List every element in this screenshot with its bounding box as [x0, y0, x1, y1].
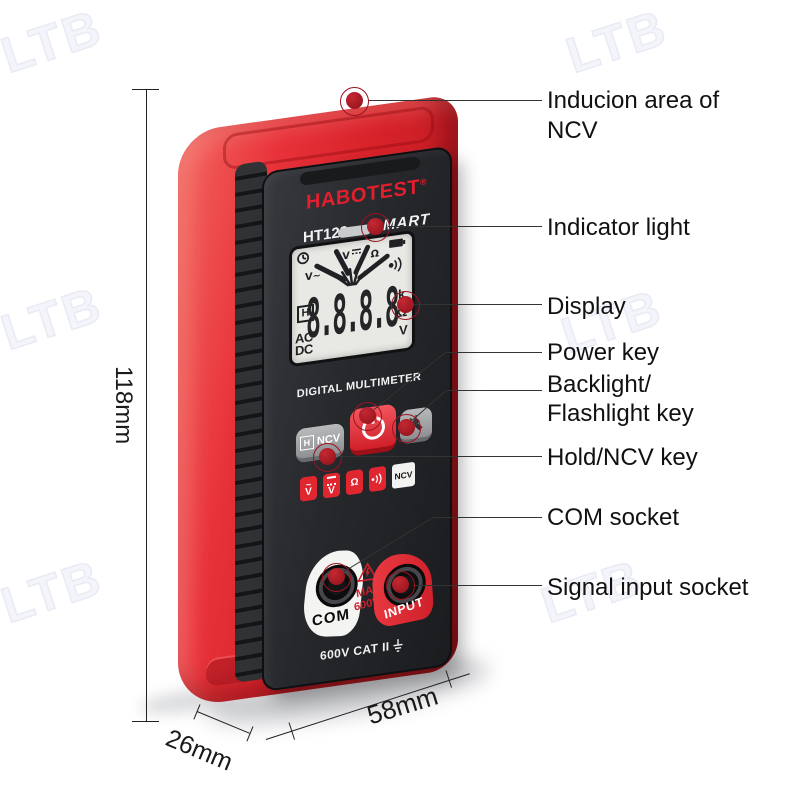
rating-label: 600V CAT II [320, 637, 403, 663]
callout-power: Power key [547, 339, 660, 366]
dim-tick [246, 726, 254, 742]
dim-tick [132, 89, 159, 90]
callout-backlight: Backlight/Flashlight key [547, 371, 694, 427]
dial-ohm-label: Ω [371, 248, 380, 260]
marker-dot [392, 575, 409, 593]
lcd-display: V~ V Ω [292, 233, 412, 364]
ncv-sound-icon [388, 256, 402, 272]
marker-com [322, 563, 351, 592]
watermark: LTB [559, 0, 675, 85]
lcd-digits: 8.8.8.8 [306, 275, 398, 352]
leader-ncv [368, 100, 542, 101]
dial-vac-label: V~ [305, 270, 321, 283]
dim-tick [132, 721, 159, 722]
marker-dot [359, 406, 376, 424]
callout-signal: Signal input socket [547, 574, 749, 601]
front-panel: HABOTEST® HT123 SMART [262, 145, 452, 693]
auto-power-clock-icon [297, 252, 310, 265]
watermark: LTB [0, 548, 110, 634]
mode-icon-ncv: NCV [392, 461, 415, 489]
mode-icon-continuity [369, 465, 386, 493]
marker-dot [398, 418, 415, 436]
mode-icon-vdc: V [323, 472, 340, 499]
leader-backlight [446, 390, 542, 391]
mode-icon-ohm: Ω [346, 468, 363, 496]
leader-display [414, 304, 542, 305]
ground-icon [393, 638, 403, 652]
marker-display [391, 291, 420, 320]
dial-vdc-label: V [342, 250, 350, 262]
marker-hold [313, 443, 342, 472]
leader-power [445, 352, 542, 353]
marker-dot [346, 91, 363, 109]
leader-hold [342, 456, 542, 457]
watermark: LTB [0, 0, 110, 85]
marker-backlight [392, 414, 421, 443]
marker-dot [319, 447, 336, 465]
marker-input [386, 571, 415, 600]
unit-volt: V [399, 321, 408, 338]
battery-icon [389, 238, 406, 248]
dial-scale: V~ V Ω [297, 238, 406, 287]
callout-com: COM socket [547, 504, 680, 531]
callout-display: Display [547, 293, 626, 320]
mode-icon-vac: ~ V [300, 475, 317, 502]
hold-key-label: H [299, 434, 314, 451]
callout-indicator: Indicator light [547, 214, 690, 241]
sound-icon [371, 473, 382, 485]
marker-dot [367, 217, 384, 235]
dc-mark-icon [352, 248, 361, 255]
dim-height-label: 118mm [110, 366, 137, 445]
marker-dot [328, 567, 345, 585]
marker-dot [397, 295, 414, 313]
leader-com [433, 517, 542, 518]
dim-depth-label: 26mm [161, 724, 237, 777]
marker-ncv-area [340, 87, 369, 116]
registered-mark: ® [420, 176, 428, 188]
marker-indicator [361, 213, 390, 242]
multimeter-device: HABOTEST® HT123 SMART [178, 93, 458, 709]
leader-indicator [388, 226, 542, 227]
com-label: COM [311, 605, 351, 630]
watermark: LTB [0, 275, 110, 361]
dim-line-height [146, 89, 147, 722]
leader-input [413, 585, 542, 586]
warning-triangle-icon [357, 562, 378, 583]
marker-power [353, 402, 382, 431]
dial-needles [335, 267, 366, 287]
callout-hold: Hold/NCV key [547, 444, 698, 471]
